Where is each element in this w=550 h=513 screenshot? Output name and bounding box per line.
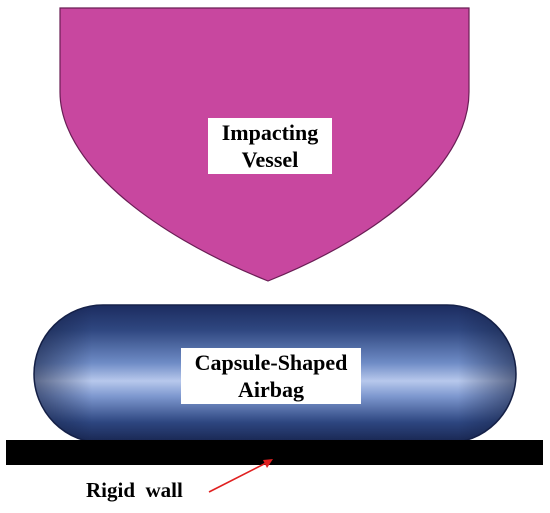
airbag-label-line-2: Airbag	[238, 377, 304, 402]
rigid-wall-label: Rigid wall	[86, 478, 183, 502]
wall-pointer-arrow	[208, 459, 273, 493]
vessel-label: Impacting Vessel	[208, 118, 332, 174]
vessel-label-line-1: Impacting	[221, 120, 319, 145]
airbag-label: Capsule-Shaped Airbag	[181, 348, 361, 404]
vessel-label-line-2: Vessel	[241, 147, 299, 172]
airbag-label-line-1: Capsule-Shaped	[194, 350, 348, 375]
rigid-wall	[6, 440, 543, 465]
